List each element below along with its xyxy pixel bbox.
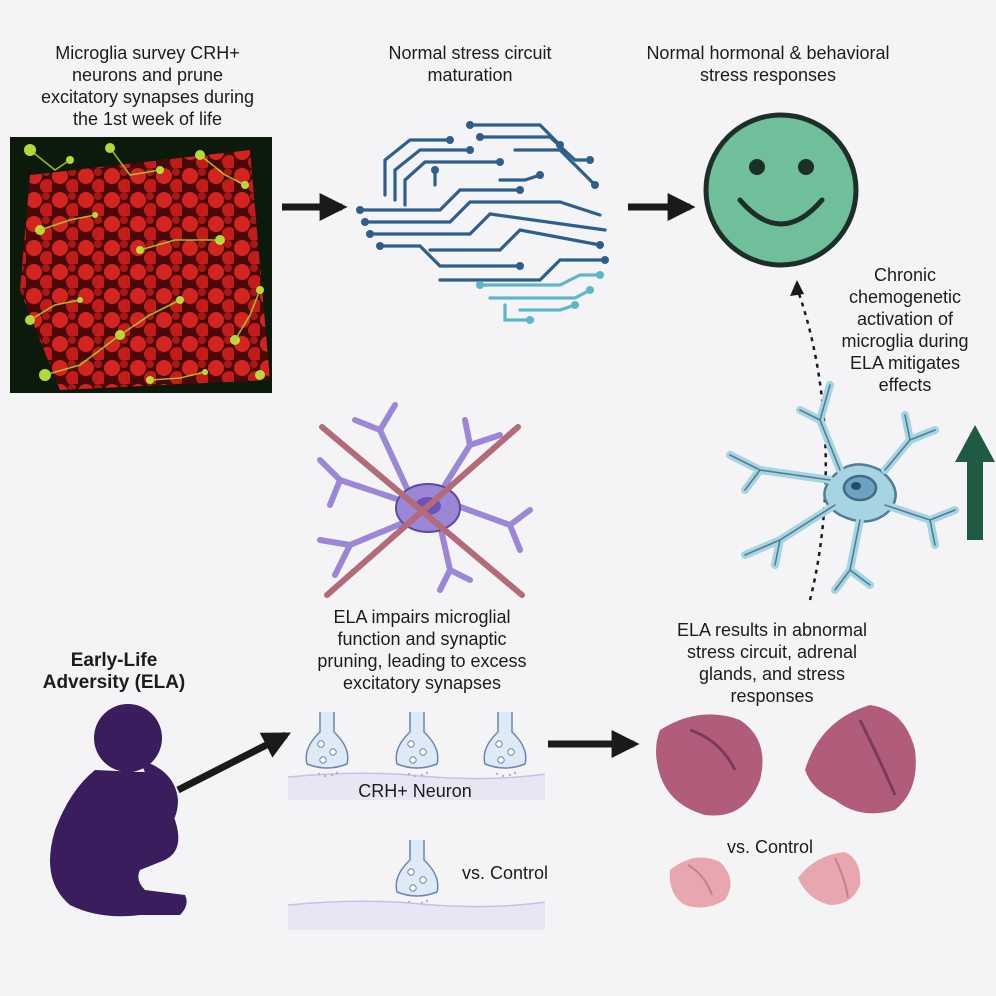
synapse-terminal [483, 712, 527, 778]
ela-title: Early-Life Adversity (ELA) [42, 650, 186, 693]
microglia-cell-icon [317, 402, 533, 593]
normal-circuit-caption: Normal stress circuit maturation [388, 43, 552, 85]
synapse-terminal [305, 712, 349, 778]
vs-control-adrenal-label: vs. Control [726, 837, 814, 857]
normal-responses-caption: Normal hormonal & behavioral stress resp… [646, 43, 890, 85]
adrenal-gland-icon [798, 852, 861, 905]
adrenal-gland-icon [669, 857, 731, 908]
smiley-face-icon [703, 112, 859, 268]
fluorescence-micrograph [10, 137, 272, 393]
distressed-person-icon [50, 704, 187, 917]
flow-arrows [176, 193, 696, 794]
circuit-brain-icon [356, 121, 609, 324]
adrenal-gland-icon [805, 705, 916, 814]
cross-icon [319, 424, 525, 598]
ela-results-caption: ELA results in abnormal stress circuit, … [676, 620, 868, 706]
up-arrow-icon [955, 425, 995, 540]
microglia-cell-icon [726, 381, 959, 594]
crh-neuron-label: CRH+ Neuron [358, 781, 472, 801]
microglia-survey-caption: Microglia survey CRH+ neurons and prune … [40, 43, 255, 129]
dashed-feedback-arrow [790, 280, 827, 601]
synapse-terminal [395, 840, 439, 906]
synapse-icon [287, 900, 546, 930]
synapse-icon [287, 772, 546, 800]
chemogenetic-caption: Chronic chemogenetic activation of micro… [841, 265, 969, 395]
ela-impairs-caption: ELA impairs microglial function and syna… [317, 607, 527, 693]
adrenal-gland-icon [656, 714, 763, 816]
vs-control-synapse-label: vs. Control [461, 863, 549, 883]
synapse-group [305, 712, 527, 906]
synapse-terminal [395, 712, 439, 778]
